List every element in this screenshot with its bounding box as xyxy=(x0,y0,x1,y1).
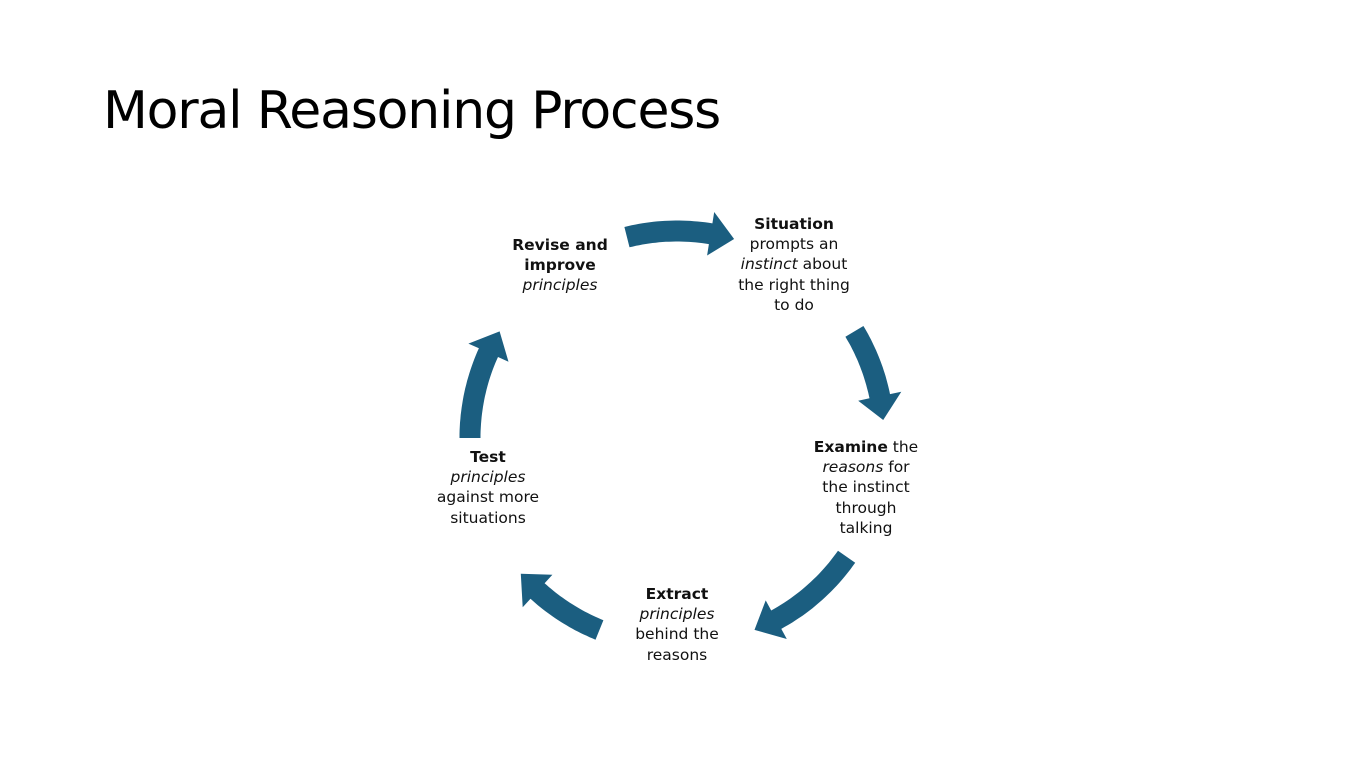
step-test-line: against more xyxy=(418,487,558,507)
step-extract-line: Extract xyxy=(612,584,742,604)
step-test-line: principles xyxy=(418,467,558,487)
arrow-revise-to-situation xyxy=(624,212,735,256)
step-situation-text: prompts an xyxy=(749,235,839,254)
step-examine-line: through xyxy=(800,498,932,518)
step-revise-text: principles xyxy=(522,276,598,295)
step-situation-text: to do xyxy=(774,295,814,314)
step-extract-text: Extract xyxy=(645,585,709,603)
step-examine-text: Examine xyxy=(813,438,888,456)
step-test-text: principles xyxy=(450,468,526,487)
step-examine-line: reasons for xyxy=(800,457,932,477)
step-test-text: against more xyxy=(436,488,540,507)
step-revise-text: improve xyxy=(524,256,596,275)
step-situation-line: Situation xyxy=(724,214,864,234)
step-examine-text: the xyxy=(887,438,919,456)
step-revise-line: principles xyxy=(494,275,626,295)
arrow-situation-to-examine xyxy=(845,326,902,420)
step-extract-line: behind the xyxy=(612,624,742,644)
step-extract-line: principles xyxy=(612,604,742,624)
step-situation-text: Situation xyxy=(754,215,834,233)
step-test-line: Test xyxy=(418,447,558,467)
step-revise-line: Revise and xyxy=(494,235,626,255)
step-extract-text: principles xyxy=(639,605,715,624)
step-revise-line: improve xyxy=(494,255,626,275)
step-examine-text: reasons xyxy=(822,458,884,477)
step-revise-text: Revise and xyxy=(512,236,608,254)
step-examine-text: through xyxy=(835,498,897,517)
step-situation-text: instinct xyxy=(740,255,798,274)
step-test-text: Test xyxy=(470,448,506,466)
step-test-text: situations xyxy=(450,508,526,527)
arrow-extract-to-test xyxy=(520,573,604,640)
step-examine-line: the instinct xyxy=(800,477,932,497)
arrow-examine-to-extract xyxy=(754,550,856,639)
step-extract-text: behind the xyxy=(635,625,719,644)
step-situation-line: instinct about xyxy=(724,254,864,274)
step-examine-line: Examine the xyxy=(800,437,932,457)
step-examine-line: talking xyxy=(800,518,932,538)
slide-title: Moral Reasoning Process xyxy=(103,81,721,141)
arrow-test-to-revise xyxy=(459,331,509,438)
step-situation-line: prompts an xyxy=(724,234,864,254)
step-extract-line: reasons xyxy=(612,645,742,665)
step-extract-text: reasons xyxy=(646,645,708,664)
step-examine-text: for xyxy=(883,458,910,477)
step-test-line: situations xyxy=(418,508,558,528)
step-examine-text: the instinct xyxy=(822,478,910,497)
step-situation-text: the right thing xyxy=(738,275,850,294)
step-situation-text: about xyxy=(797,255,848,274)
step-examine-text: talking xyxy=(839,518,893,537)
step-situation-line: the right thing xyxy=(724,275,864,295)
cycle-arrows xyxy=(459,212,902,640)
step-situation-line: to do xyxy=(724,295,864,315)
